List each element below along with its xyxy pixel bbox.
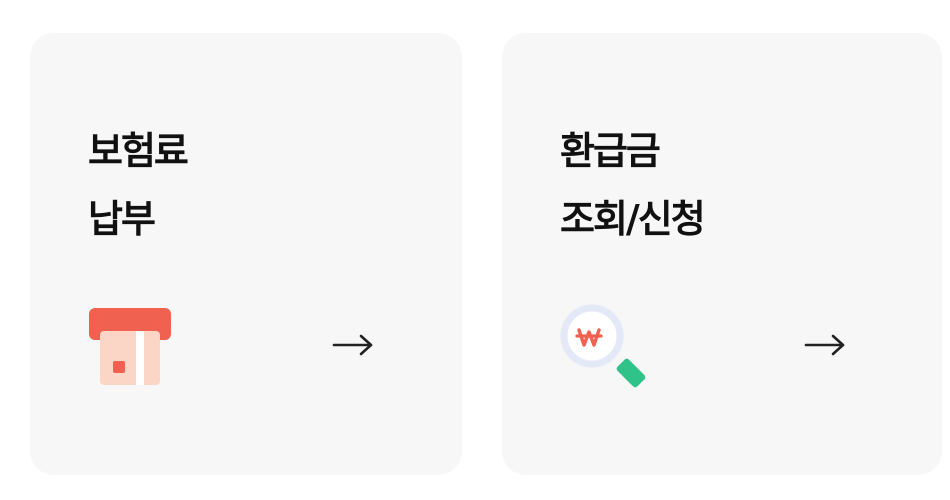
card-title: 보험료 납부 [88,117,189,253]
card-title-line1: 환급금 [560,129,661,173]
card-title-line2: 납부 [88,197,156,241]
arrow-right-icon[interactable] [330,323,376,367]
refund-search-icon [559,301,651,393]
card-title-line1: 보험료 [88,129,189,173]
card-title: 환급금 조회/신청 [560,117,706,253]
arrow-right-icon[interactable] [802,323,848,367]
payment-card-icon [87,301,179,393]
premium-payment-card[interactable]: 보험료 납부 [30,33,462,475]
refund-inquiry-card[interactable]: 환급금 조회/신청 [502,33,942,475]
card-title-line2: 조회/신청 [560,197,706,241]
